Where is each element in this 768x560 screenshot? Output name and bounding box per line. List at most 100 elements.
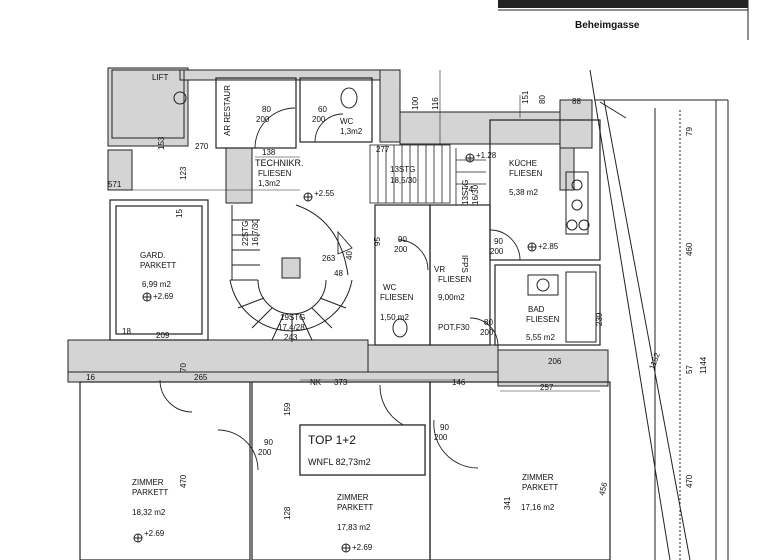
dim-57: 57 <box>685 365 694 374</box>
door4-h: 200 <box>490 247 504 256</box>
stair2-ratio: 16,7/30 <box>251 219 260 246</box>
toilet-top <box>340 87 358 109</box>
dimension-numbers: 571 270 138 277 123 15 209 18 373 146 25… <box>86 90 708 520</box>
fixtures <box>111 69 597 343</box>
door2-h: 200 <box>312 115 326 124</box>
door5-w: 80 <box>484 318 493 327</box>
dim-239: 239 <box>595 312 604 326</box>
bathroom-sink <box>527 274 559 296</box>
dim-373: 373 <box>334 378 348 387</box>
door7-w: 90 <box>440 423 449 432</box>
zimmer3-floor: PARKETT <box>522 483 558 492</box>
dim-80: 80 <box>538 95 547 104</box>
lift-symbol <box>173 91 187 105</box>
dim-146: 146 <box>452 378 466 387</box>
kueche-name: KÜCHE <box>509 159 537 168</box>
dim-571: 571 <box>108 180 122 189</box>
walls <box>67 67 609 387</box>
ar-label: AR RESTAUR <box>223 85 232 136</box>
dim-40: 40 <box>345 251 354 260</box>
dim-48: 48 <box>334 269 343 278</box>
dim-263: 263 <box>322 254 336 263</box>
door6-h: 200 <box>258 448 272 457</box>
wc2-area: 1,50 m2 <box>380 313 409 322</box>
dim-209: 209 <box>156 331 170 340</box>
nk-label: NK <box>310 378 322 387</box>
level-markers <box>133 153 537 553</box>
dim-88: 88 <box>572 97 581 106</box>
toilet-wc2 <box>392 318 408 338</box>
misc-labels: AR RESTAUR POT.F30 NK IFPS LIFT <box>152 73 470 387</box>
dim-79: 79 <box>685 127 694 136</box>
dim-100: 100 <box>411 96 420 110</box>
stair2-count: 22STG <box>241 221 250 246</box>
pot-label: POT.F30 <box>438 323 470 332</box>
room-labels: WC 1,3m2 TECHNIKR. FLIESEN 1,3m2 KÜCHE F… <box>132 117 560 532</box>
wc-top-area: 1,3m2 <box>340 127 363 136</box>
gard-name: GARD. <box>140 251 165 260</box>
zimmer1-area: 18,32 m2 <box>132 508 166 517</box>
dim-460: 460 <box>685 242 694 256</box>
dim-1152: 1152 <box>647 351 662 371</box>
kueche-floor: FLIESEN <box>509 169 543 178</box>
zimmer2-name: ZIMMER <box>337 493 369 502</box>
stair1-ratio: 18,5/30 <box>390 176 417 185</box>
door1-w: 80 <box>262 105 271 114</box>
zimmer1-name: ZIMMER <box>132 478 164 487</box>
dimension-lines <box>108 70 600 392</box>
dim-15: 15 <box>175 209 184 218</box>
spiral-staircase <box>229 204 353 342</box>
dim-95: 95 <box>373 237 382 246</box>
lift-label: LIFT <box>152 73 169 82</box>
stair4-ratio: 16/30 <box>471 184 480 205</box>
door2-w: 60 <box>318 105 327 114</box>
straight-staircase <box>369 144 486 205</box>
dim-159: 159 <box>283 402 292 416</box>
level-labels: +2.55 +2.69 +2.85 +2.69 +2.69 +1.28 <box>144 151 559 552</box>
door5-h: 200 <box>480 328 494 337</box>
door-labels: 80 200 60 200 90 200 90 200 80 200 90 20… <box>256 105 504 457</box>
level-1: +2.55 <box>314 189 335 198</box>
dim-206: 206 <box>548 357 562 366</box>
stair4-count: 13STG <box>461 180 470 205</box>
gard-area: 6,99 m2 <box>142 280 171 289</box>
dim-470-left: 470 <box>179 474 188 488</box>
dim-265: 265 <box>194 373 208 382</box>
wc-top-name: WC <box>340 117 354 126</box>
facade-lines <box>589 69 729 560</box>
dim-74: 74 <box>464 185 473 194</box>
stair3-length: 243 <box>284 333 298 342</box>
bathtub <box>565 271 597 343</box>
zimmer3-area: 17,16 m2 <box>521 503 555 512</box>
zimmer3-name: ZIMMER <box>522 473 554 482</box>
dim-116: 116 <box>431 97 440 110</box>
wc2-name: WC <box>383 283 397 292</box>
bad-area: 5,55 m2 <box>526 333 555 342</box>
dim-277: 277 <box>376 145 390 154</box>
door1-h: 200 <box>256 115 270 124</box>
dim-151: 151 <box>521 90 530 104</box>
dim-16: 16 <box>86 373 95 382</box>
level-4: +2.69 <box>144 529 165 538</box>
stair3-ratio: 17,4/28 <box>278 323 305 332</box>
dim-470-right: 470 <box>685 474 694 488</box>
dim-138: 138 <box>262 148 276 157</box>
tech-name: TECHNIKR. <box>255 158 304 168</box>
unit-area: WNFL 82,73m2 <box>308 457 371 467</box>
gard-floor: PARKETT <box>140 261 176 270</box>
dim-153: 153 <box>157 136 166 150</box>
stair1-count: 13STG <box>390 165 415 174</box>
dim-70: 70 <box>179 363 188 372</box>
dim-18: 18 <box>122 327 131 336</box>
tech-area: 1,3m2 <box>258 179 281 188</box>
level-5: +2.69 <box>352 543 373 552</box>
kitchen-counter <box>565 171 589 235</box>
dim-123: 123 <box>179 166 188 180</box>
vr-floor: FLIESEN <box>438 275 472 284</box>
stair-labels: 13STG 18,5/30 22STG 16,7/30 19STG 17,4/2… <box>241 165 480 342</box>
dim-456: 456 <box>597 481 609 497</box>
door6-w: 90 <box>264 438 273 447</box>
unit-box <box>299 424 426 476</box>
unit-title: TOP 1+2 <box>308 433 356 447</box>
